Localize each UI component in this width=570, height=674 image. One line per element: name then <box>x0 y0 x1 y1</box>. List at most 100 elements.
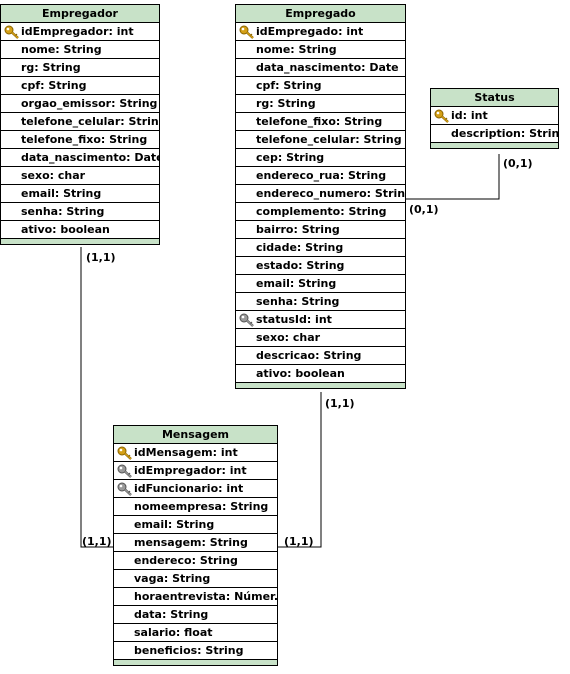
field-label: description: String <box>451 127 558 140</box>
field-label: email: String <box>134 518 215 531</box>
field-row[interactable]: vaga: String <box>114 570 277 588</box>
primary-key-icon <box>434 109 449 123</box>
field-row[interactable]: cidade: String <box>236 239 405 257</box>
field-row[interactable]: estado: String <box>236 257 405 275</box>
field-label: idFuncionario: int <box>134 482 244 495</box>
entity-footer <box>431 143 558 148</box>
field-label: salario: float <box>134 626 213 639</box>
field-label: nome: String <box>256 43 337 56</box>
field-label: cidade: String <box>256 241 344 254</box>
field-row[interactable]: statusId: int <box>236 311 405 329</box>
field-label: idEmpregador: int <box>134 464 247 477</box>
field-row[interactable]: orgao_emissor: String <box>1 95 159 113</box>
entity-footer <box>114 660 277 665</box>
field-label: vaga: String <box>134 572 211 585</box>
relation-line-empregador-mensagem <box>80 247 113 548</box>
field-row[interactable]: descricao: String <box>236 347 405 365</box>
field-row[interactable]: idEmpregador: int <box>1 23 159 41</box>
field-row[interactable]: sexo: char <box>236 329 405 347</box>
field-row[interactable]: data_nascimento: Date <box>1 149 159 167</box>
cardinality-mensagem-left: (1,1) <box>82 535 112 548</box>
field-row[interactable]: data: String <box>114 606 277 624</box>
relation-line-empregado-status <box>406 154 500 200</box>
cardinality-status-side: (0,1) <box>503 157 533 170</box>
foreign-key-icon <box>117 464 132 478</box>
field-row[interactable]: sexo: char <box>1 167 159 185</box>
field-label: rg: String <box>21 61 81 74</box>
field-row[interactable]: nomeempresa: String <box>114 498 277 516</box>
field-label: mensagem: String <box>134 536 248 549</box>
field-row[interactable]: idMensagem: int <box>114 444 277 462</box>
cardinality-mensagem-right: (1,1) <box>284 535 314 548</box>
field-row[interactable]: senha: String <box>1 203 159 221</box>
field-label: cpf: String <box>256 79 322 92</box>
entity-footer <box>1 239 159 244</box>
field-label: telefone_fixo: String <box>256 115 383 128</box>
field-row[interactable]: cep: String <box>236 149 405 167</box>
field-row[interactable]: email: String <box>114 516 277 534</box>
field-label: nome: String <box>21 43 102 56</box>
field-row[interactable]: idFuncionario: int <box>114 480 277 498</box>
field-row[interactable]: endereco_rua: String <box>236 167 405 185</box>
field-label: descricao: String <box>256 349 362 362</box>
field-row[interactable]: cpf: String <box>236 77 405 95</box>
field-row[interactable]: data_nascimento: Date <box>236 59 405 77</box>
field-row[interactable]: telefone_fixo: String <box>236 113 405 131</box>
field-row[interactable]: id: int <box>431 107 558 125</box>
field-row[interactable]: email: String <box>1 185 159 203</box>
field-row[interactable]: senha: String <box>236 293 405 311</box>
field-row[interactable]: telefone_celular: String <box>236 131 405 149</box>
field-row[interactable]: email: String <box>236 275 405 293</box>
field-label: complemento: String <box>256 205 387 218</box>
field-row[interactable]: rg: String <box>236 95 405 113</box>
field-row[interactable]: nome: String <box>1 41 159 59</box>
field-list: id: int description: String <box>431 107 558 143</box>
field-label: ativo: boolean <box>256 367 345 380</box>
field-label: ativo: boolean <box>21 223 110 236</box>
field-row[interactable]: bairro: String <box>236 221 405 239</box>
field-label: endereco_rua: String <box>256 169 387 182</box>
field-row[interactable]: description: String <box>431 125 558 143</box>
field-label: senha: String <box>21 205 105 218</box>
field-row[interactable]: telefone_fixo: String <box>1 131 159 149</box>
field-list: idMensagem: int idEmpregador: int idFuncio… <box>114 444 277 660</box>
cardinality-empregado-bottom: (1,1) <box>325 397 355 410</box>
primary-key-icon <box>239 25 254 39</box>
field-row[interactable]: cpf: String <box>1 77 159 95</box>
field-row[interactable]: mensagem: String <box>114 534 277 552</box>
entity-title: Status <box>431 89 558 107</box>
field-row[interactable]: ativo: boolean <box>1 221 159 239</box>
field-label: email: String <box>256 277 337 290</box>
field-list: idEmpregado: int nome: String data_nascime… <box>236 23 405 383</box>
relation-line-empregado-mensagem <box>278 392 322 548</box>
field-row[interactable]: idEmpregado: int <box>236 23 405 41</box>
field-row[interactable]: ativo: boolean <box>236 365 405 383</box>
field-label: idMensagem: int <box>134 446 238 459</box>
entity-title: Empregado <box>236 5 405 23</box>
field-label: rg: String <box>256 97 316 110</box>
field-list: idEmpregador: int nome: String rg: String c… <box>1 23 159 239</box>
field-row[interactable]: salario: float <box>114 624 277 642</box>
field-row[interactable]: idEmpregador: int <box>114 462 277 480</box>
field-row[interactable]: nome: String <box>236 41 405 59</box>
field-row[interactable]: horaentrevista: Númer... <box>114 588 277 606</box>
field-row[interactable]: rg: String <box>1 59 159 77</box>
entity-empregado[interactable]: Empregado idEmpregado: int nome: String da… <box>235 4 406 389</box>
cardinality-empregado-right: (0,1) <box>409 203 439 216</box>
field-row[interactable]: beneficios: String <box>114 642 277 660</box>
field-row[interactable]: endereco_numero: String <box>236 185 405 203</box>
field-row[interactable]: telefone_celular: String <box>1 113 159 131</box>
field-label: telefone_celular: String <box>256 133 402 146</box>
field-label: idEmpregador: int <box>21 25 134 38</box>
field-label: data: String <box>134 608 209 621</box>
field-row[interactable]: complemento: String <box>236 203 405 221</box>
field-label: endereco_numero: String <box>256 187 405 200</box>
field-label: data_nascimento: Date <box>21 151 159 164</box>
field-label: orgao_emissor: String <box>21 97 158 110</box>
entity-status[interactable]: Status id: int description: String <box>430 88 559 149</box>
field-row[interactable]: endereco: String <box>114 552 277 570</box>
field-label: horaentrevista: Númer... <box>134 590 277 603</box>
